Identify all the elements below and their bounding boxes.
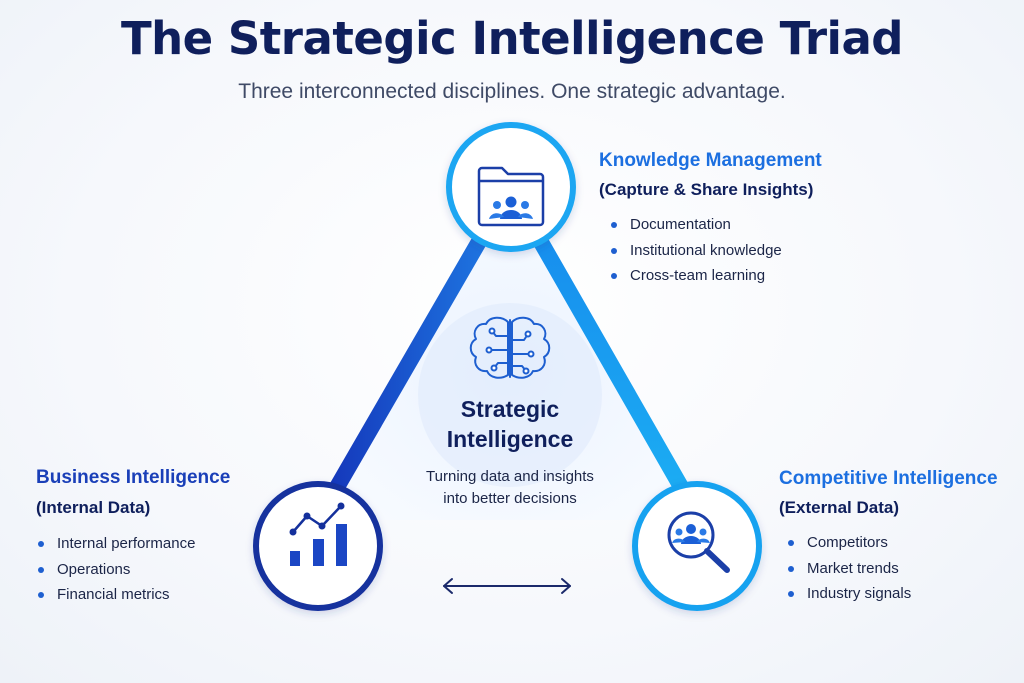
- list-item: Operations: [36, 557, 195, 583]
- list-item: Documentation: [609, 212, 782, 238]
- competitive-list: Competitors Market trends Industry signa…: [786, 530, 911, 607]
- business-subtitle: (Internal Data): [36, 498, 151, 517]
- center-glow: [418, 303, 602, 487]
- center-description: Turning data and insights into better de…: [400, 466, 620, 510]
- competitive-title: Competitive Intelligence: [779, 468, 998, 489]
- brain-circuit-icon: [469, 316, 551, 379]
- page-subtitle: Three interconnected disciplines. One st…: [238, 80, 786, 103]
- knowledge-title: Knowledge Management: [599, 150, 822, 171]
- center-title: Strategic Intelligence: [410, 394, 610, 454]
- business-title: Business Intelligence: [36, 467, 231, 488]
- node-knowledge: [446, 122, 576, 252]
- bar-chart-trend-icon: [289, 502, 347, 566]
- center-title-line1: Strategic: [460, 396, 560, 422]
- list-item: Market trends: [786, 556, 911, 582]
- list-item: Industry signals: [786, 581, 911, 607]
- knowledge-subtitle: (Capture & Share Insights): [599, 180, 814, 199]
- magnifier-team-icon: [667, 511, 730, 573]
- competitive-subtitle: (External Data): [779, 498, 899, 517]
- center-desc-line2: into better decisions: [443, 490, 577, 507]
- list-item: Cross-team learning: [609, 263, 782, 289]
- center-title-line2: Intelligence: [446, 426, 574, 452]
- folder-team-icon: [477, 166, 545, 227]
- list-item: Financial metrics: [36, 582, 195, 608]
- edge-left: [310, 180, 518, 528]
- knowledge-list: Documentation Institutional knowledge Cr…: [609, 212, 782, 289]
- business-list: Internal performance Operations Financia…: [36, 531, 195, 608]
- center-desc-line1: Turning data and insights: [426, 468, 594, 485]
- list-item: Internal performance: [36, 531, 195, 557]
- node-competitive: [632, 481, 762, 611]
- list-item: Competitors: [786, 530, 911, 556]
- list-item: Institutional knowledge: [609, 238, 782, 264]
- double-arrow-icon: [443, 578, 571, 594]
- page-title: The Strategic Intelligence Triad: [120, 12, 904, 65]
